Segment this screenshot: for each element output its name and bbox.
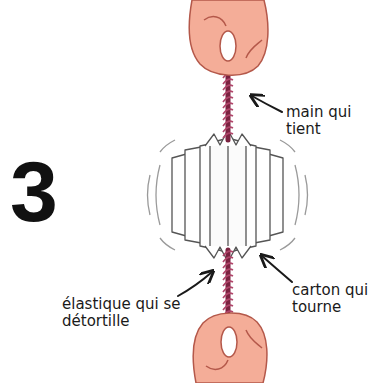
holding-hand — [189, 0, 268, 75]
step-number: 3 — [10, 148, 80, 234]
leader-arrow — [178, 96, 292, 296]
label-holder: élastique qui se détortille — [62, 296, 182, 329]
callout-label: élastique qui se détortille — [62, 296, 182, 329]
spinning-cardboard — [172, 130, 283, 262]
callout-label: carton qui tourne — [292, 282, 378, 315]
label-holder: 3 — [10, 148, 80, 234]
twisted-elastic — [223, 60, 233, 328]
label-holder: main qui tient — [286, 104, 378, 137]
callout-label: main qui tient — [286, 104, 378, 137]
holding-hand — [193, 313, 267, 383]
label-holder: carton qui tourne — [292, 282, 378, 315]
